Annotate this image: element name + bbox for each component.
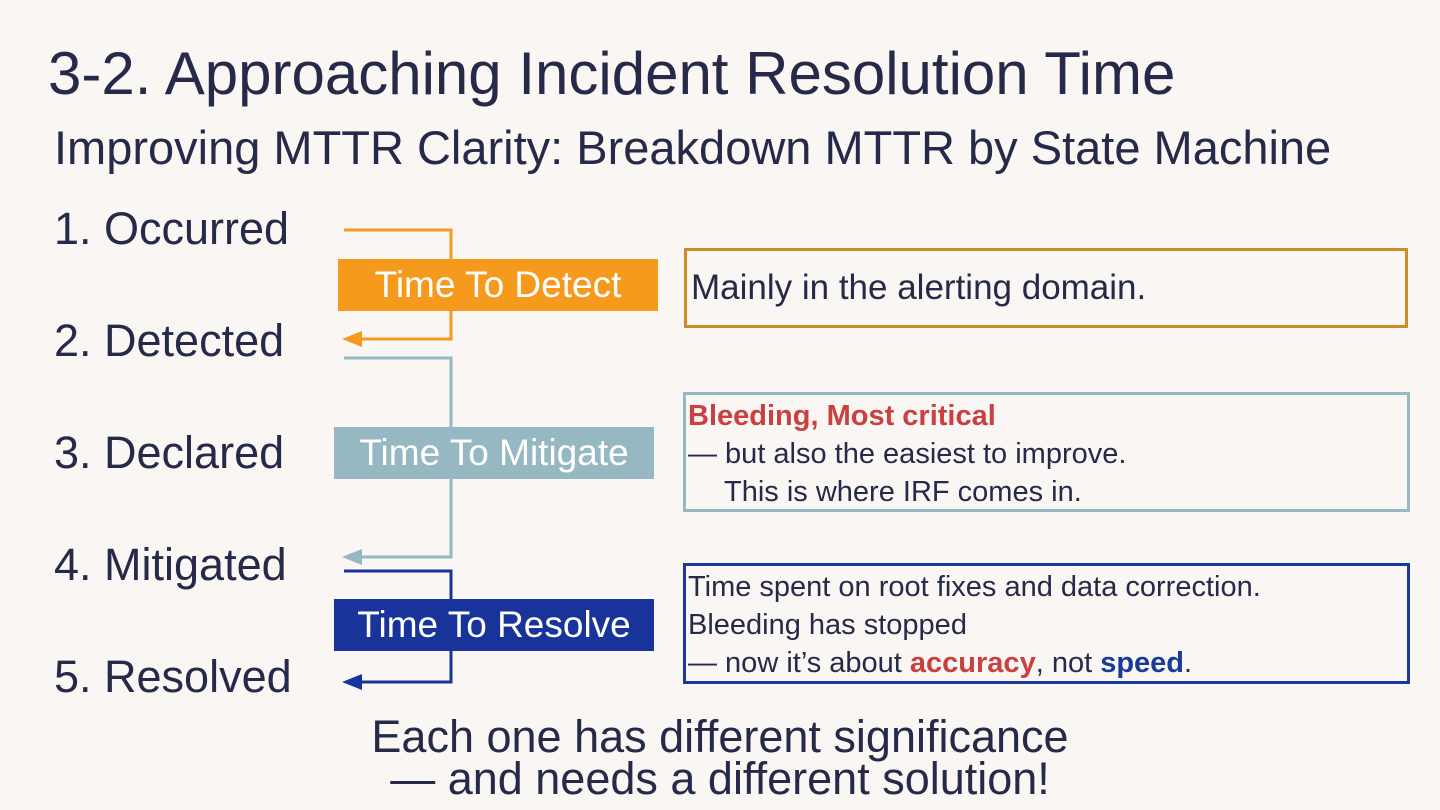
speed-word: speed: [1100, 647, 1185, 679]
note-mitigate-line3: This is where IRF comes in.: [724, 476, 1082, 508]
note-resolve-mid: , not: [1035, 647, 1101, 679]
note-resolve-line1: Time spent on root fixes and data correc…: [688, 571, 1261, 603]
note-resolve-suffix: .: [1184, 647, 1193, 679]
note-box-detect: Mainly in the alerting domain.: [684, 248, 1408, 328]
phase-label-detect: Time To Detect: [338, 259, 658, 311]
phase-label-mitigate: Time To Mitigate: [334, 427, 654, 479]
footer-line2: — and needs a different solution!: [390, 753, 1050, 804]
state-declared: 3. Declared: [54, 427, 285, 478]
state-resolved: 5. Resolved: [54, 651, 292, 702]
state-detected: 2. Detected: [54, 315, 285, 366]
page-subtitle: Improving MTTR Clarity: Breakdown MTTR b…: [54, 121, 1332, 174]
footer-line1: Each one has different significance: [371, 711, 1069, 762]
note-mitigate-highlight: Bleeding, Most critical: [688, 400, 996, 432]
note-box-mitigate: Bleeding, Most critical — but also the e…: [683, 392, 1410, 512]
note-resolve-line3: — now it’s about accuracy, not speed.: [688, 644, 1407, 682]
note-resolve-line2: Bleeding has stopped: [688, 609, 967, 641]
note-box-resolve: Time spent on root fixes and data correc…: [683, 563, 1410, 684]
phase-label-resolve: Time To Resolve: [334, 599, 654, 651]
accuracy-word: accuracy: [909, 647, 1036, 679]
note-detect-text: Mainly in the alerting domain.: [691, 268, 1147, 307]
page-title: 3-2. Approaching Incident Resolution Tim…: [48, 40, 1176, 107]
note-mitigate-line2: — but also the easiest to improve.: [688, 438, 1127, 470]
detect-arrowhead: [342, 331, 362, 347]
state-occurred: 1. Occurred: [54, 203, 290, 254]
resolve-arrowhead: [342, 674, 362, 690]
note-resolve-prefix: — now it’s about: [688, 647, 910, 679]
state-mitigated: 4. Mitigated: [54, 539, 287, 590]
mitigate-arrowhead: [342, 549, 362, 565]
